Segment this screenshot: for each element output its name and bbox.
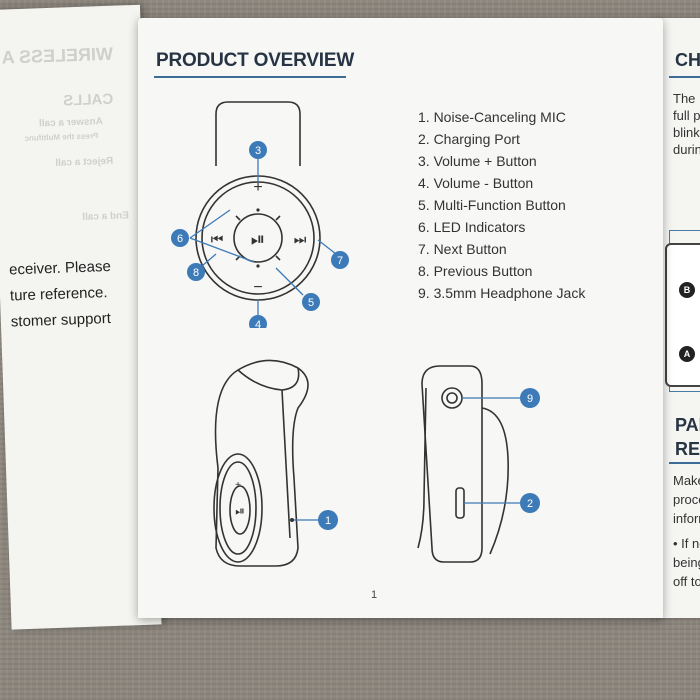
callout-label: 5 xyxy=(308,297,314,309)
device-back-view: 9 2 xyxy=(417,365,540,563)
marker-b: B xyxy=(679,282,695,298)
callout-label: 1 xyxy=(325,515,331,527)
control-disc xyxy=(213,453,263,563)
manual-page: PRODUCT OVERVIEW 1. Noise-Canceling MIC … xyxy=(138,18,663,618)
right-text-line: off to xyxy=(673,574,700,589)
clip-outline xyxy=(215,101,301,166)
plus-icon: + xyxy=(253,179,262,196)
minus-icon: − xyxy=(253,279,262,296)
right-heading-2b: REC xyxy=(675,439,700,459)
led-dot xyxy=(256,264,260,268)
charging-port xyxy=(455,487,465,519)
feature-item: 4. Volume - Button xyxy=(418,175,534,191)
callout-label: 8 xyxy=(193,267,199,279)
feature-item: 1. Noise-Canceling MIC xyxy=(418,109,566,125)
feature-item: 3. Volume + Button xyxy=(418,153,537,169)
plus-icon: + xyxy=(235,480,241,491)
right-text-line: full p xyxy=(673,108,700,123)
callout-label: 9 xyxy=(527,393,533,405)
marker-a: A xyxy=(679,346,695,362)
right-text-line: blink xyxy=(673,125,700,140)
callout-7 xyxy=(331,251,349,269)
left-text-line: stomer support xyxy=(10,309,112,331)
left-text-line: ture reference. xyxy=(9,284,108,305)
right-text-line: • If no xyxy=(673,536,700,551)
device-angled-view: + ⏯ 1 xyxy=(213,359,338,567)
play-pause-icon: ⏯ xyxy=(235,504,245,518)
right-heading-rule xyxy=(669,76,700,78)
feature-item: 2. Charging Port xyxy=(418,131,520,147)
right-heading: CH xyxy=(675,50,700,70)
title-underline xyxy=(154,76,346,78)
right-text-line: proce xyxy=(673,492,700,507)
page-number: 1 xyxy=(371,589,378,601)
feature-item: 5. Multi-Function Button xyxy=(418,197,566,213)
right-text-line: inforn xyxy=(673,511,700,526)
mirrored-heading: WIRELESS A xyxy=(1,43,114,68)
feature-item: 6. LED Indicators xyxy=(418,219,526,235)
mirrored-line: Reject a call xyxy=(55,155,114,169)
callout-label: 4 xyxy=(255,319,261,328)
right-heading-rule-2 xyxy=(669,462,700,464)
right-text-line: Make xyxy=(673,473,700,488)
right-text-line: durin xyxy=(673,142,700,157)
mirrored-line: Answer a call xyxy=(38,116,104,130)
back-body xyxy=(421,365,483,563)
callout-8 xyxy=(187,263,205,281)
callout-label: 7 xyxy=(337,255,343,267)
feature-list: 1. Noise-Canceling MIC 2. Charging Port … xyxy=(418,106,585,304)
mirrored-calls: CALLS xyxy=(62,90,114,110)
callout-2 xyxy=(520,493,540,513)
body-outline xyxy=(214,359,309,567)
led-dot xyxy=(256,208,260,212)
previous-icon: ⏮ xyxy=(211,231,224,247)
feature-item: 8. Previous Button xyxy=(418,263,533,279)
mirrored-line: Press the Multifunc xyxy=(24,131,99,143)
callout-9 xyxy=(520,388,540,408)
callout-6 xyxy=(171,229,189,247)
next-icon: ⏭ xyxy=(294,231,307,247)
callout-label: 2 xyxy=(527,498,533,510)
feature-item: 9. 3.5mm Headphone Jack xyxy=(418,285,586,301)
right-device-illustration xyxy=(665,243,700,387)
center-button xyxy=(233,213,283,263)
right-text-line: being xyxy=(673,555,700,570)
play-pause-icon: ⏯ xyxy=(251,229,265,249)
feature-item: 7. Next Button xyxy=(418,241,507,257)
back-curve xyxy=(481,407,509,555)
right-heading-2a: PAI xyxy=(675,415,700,435)
callout-3 xyxy=(249,141,267,159)
callout-label: 3 xyxy=(255,145,261,157)
callout-5 xyxy=(302,293,320,311)
mic-hole xyxy=(290,518,294,522)
jack-ring xyxy=(441,387,463,409)
left-text-line: eceiver. Please xyxy=(8,257,112,279)
mirrored-line: End a call xyxy=(82,210,130,223)
callout-1 xyxy=(318,510,338,530)
right-text-line: The xyxy=(673,91,696,106)
callout-label: 6 xyxy=(177,233,183,245)
callout-4 xyxy=(249,315,267,328)
device-front-view: + − ⏮ ⏭ ⏯ 3 6 7 8 5 4 xyxy=(171,101,349,328)
page-title: PRODUCT OVERVIEW xyxy=(156,50,355,71)
clip-arm xyxy=(417,387,427,549)
